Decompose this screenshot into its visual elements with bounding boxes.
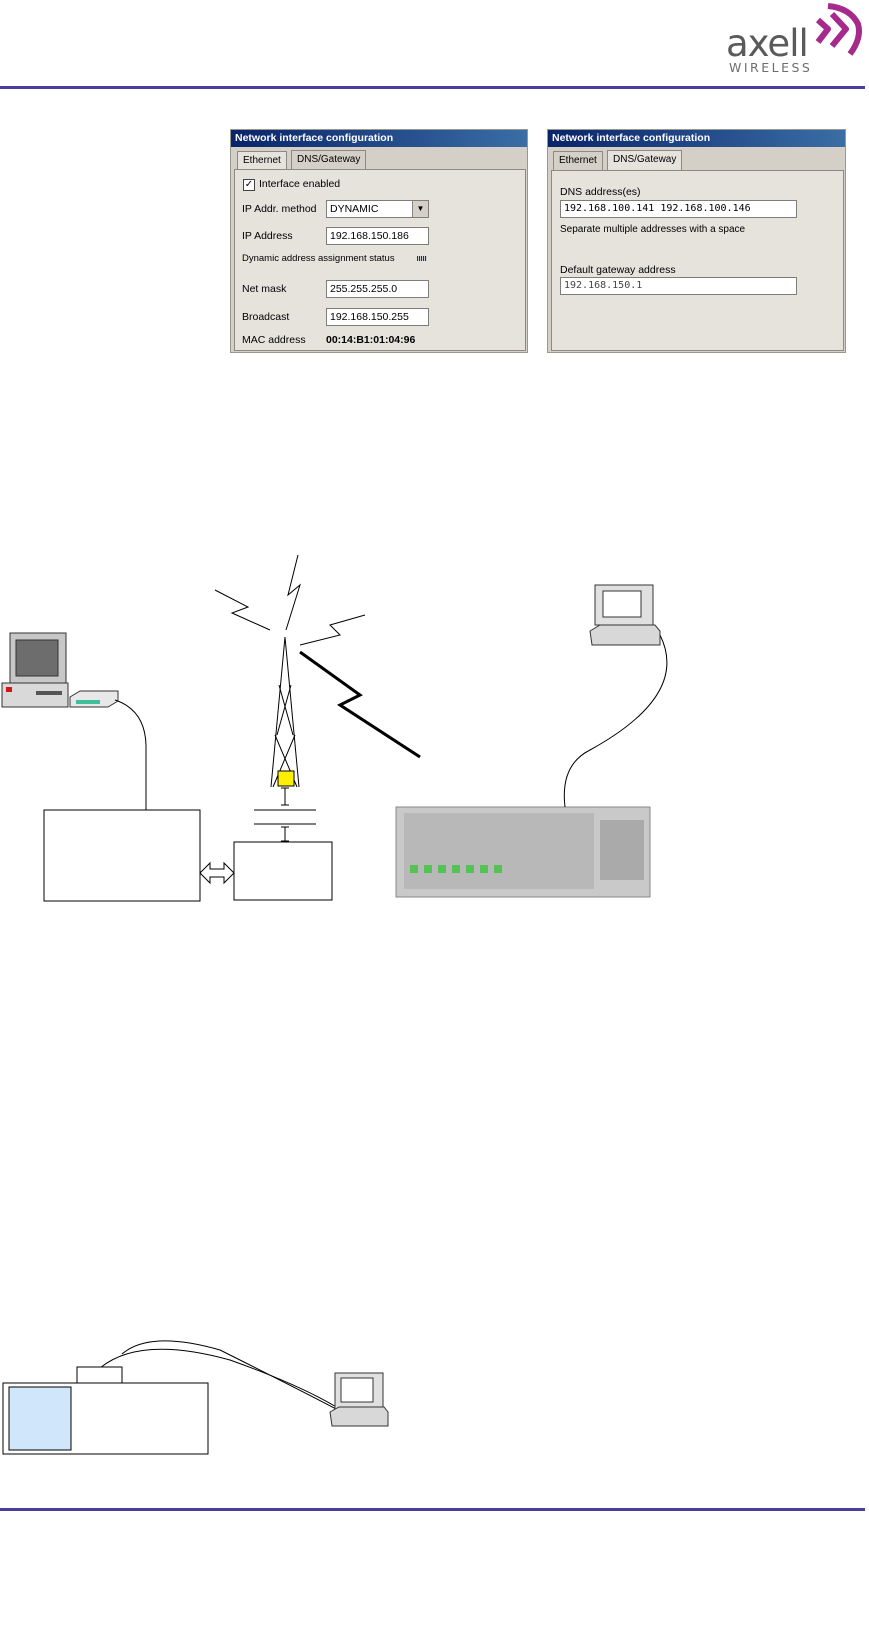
dns-gateway-config-panel: Network interface configuration Ethernet… (547, 129, 846, 353)
desktop-computer-icon (1, 632, 69, 708)
netmask-field[interactable]: 255.255.255.0 (326, 280, 429, 298)
dns-hint-text: Separate multiple addresses with a space (560, 224, 746, 235)
dynamic-status-label: Dynamic address assignment status (242, 253, 395, 264)
dns-address-label: DNS address(es) (560, 186, 641, 198)
interface-enabled-checkbox[interactable]: ✓ (243, 179, 255, 191)
logo-wordmark: axell (726, 22, 809, 65)
panel-title: Network interface configuration (548, 130, 845, 147)
laptop-icon (329, 1372, 389, 1427)
logo-swoosh-icon (815, 3, 862, 56)
unit-panel (8, 1386, 72, 1451)
tab-ethernet[interactable]: Ethernet (237, 151, 287, 170)
header-rule (0, 86, 865, 89)
dns-address-field[interactable]: 192.168.100.141 192.168.100.146 (560, 200, 797, 218)
connector-box (76, 1366, 123, 1384)
tab-dns-gateway[interactable]: DNS/Gateway (291, 150, 367, 169)
ip-address-label: IP Address (242, 230, 293, 242)
cell-tower-icon (214, 554, 366, 842)
tab-dns-gateway[interactable]: DNS/Gateway (607, 150, 683, 171)
local-link (2, 1348, 389, 1455)
double-arrow-icon (199, 861, 235, 885)
status-indicator-icon (417, 256, 427, 261)
broadcast-field[interactable]: 192.168.150.255 (326, 308, 429, 326)
footer-rule (0, 1508, 865, 1511)
ip-method-select[interactable]: DYNAMIC ▼ (326, 200, 429, 218)
mac-address-label: MAC address (242, 334, 306, 346)
wireless-link-icon (299, 650, 421, 759)
panel-title: Network interface configuration (231, 130, 527, 147)
ip-method-label: IP Addr. method (242, 203, 317, 215)
laptop-icon (589, 584, 661, 646)
netmask-label: Net mask (242, 283, 287, 295)
ip-address-field[interactable]: 192.168.150.186 (326, 227, 429, 245)
interface-enabled-label: Interface enabled (259, 178, 341, 190)
network-diagram (1, 554, 668, 902)
mac-address-value: 00:14:B1:01:04:96 (326, 334, 416, 346)
base-station-box (233, 841, 333, 901)
broadcast-label: Broadcast (242, 311, 290, 323)
logo-subtitle: WIRELESS (729, 60, 813, 75)
gateway-label: Default gateway address (560, 264, 676, 276)
ip-method-value: DYNAMIC (330, 203, 379, 215)
left-box (43, 809, 201, 902)
modem-icon (69, 690, 119, 708)
repeater-rack-icon (395, 806, 651, 898)
tab-ethernet[interactable]: Ethernet (553, 151, 603, 170)
local-connection-diagram (121, 1340, 339, 1411)
gateway-field[interactable]: 192.168.150.1 (560, 277, 797, 295)
chevron-down-icon[interactable]: ▼ (412, 201, 428, 217)
ethernet-config-panel: Network interface configuration Ethernet… (230, 129, 528, 353)
